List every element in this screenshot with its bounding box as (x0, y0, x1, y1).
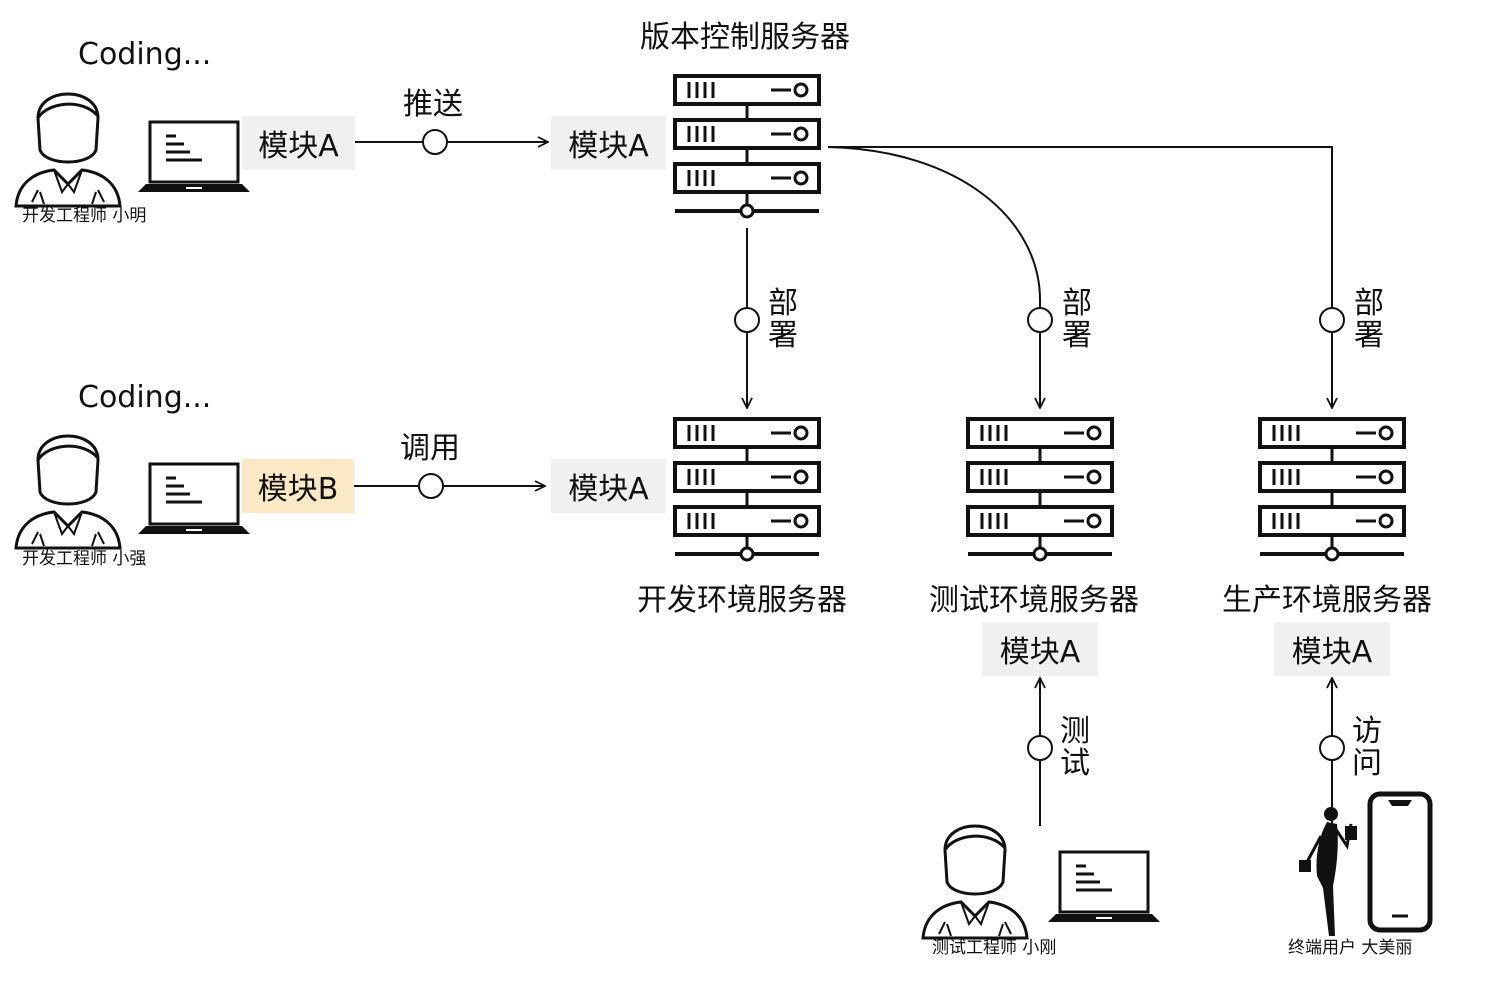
end-user-icon (1297, 805, 1359, 938)
push-edge-label: 推送 (403, 87, 463, 122)
laptop-icon (136, 120, 252, 194)
dev-server-module: 模块A (551, 459, 666, 513)
deploy-test-node (1027, 307, 1053, 333)
tester-avatar-icon (921, 824, 1029, 940)
mobile-phone-icon (1370, 794, 1430, 930)
server-icon (675, 419, 819, 560)
deploy-prod-edge (828, 146, 1332, 408)
end-user-caption: 终端用户 大美丽 (1288, 938, 1413, 958)
bottom-dev-local-module: 模块B (242, 459, 354, 513)
prod-server-module: 模块A (1274, 622, 1390, 676)
deploy-test-edge (827, 146, 1040, 408)
push-edge-node (422, 129, 448, 155)
server-icon (1260, 419, 1404, 560)
developer-avatar-icon (14, 92, 122, 208)
test-server-title: 测试环境服务器 (929, 583, 1139, 618)
deploy-dev-label: 部署 (768, 286, 798, 353)
top-dev-status: Coding... (78, 37, 212, 72)
deploy-dev-node (734, 307, 760, 333)
tester-caption: 测试工程师 小刚 (932, 938, 1057, 958)
vcs-server-title: 版本控制服务器 (640, 20, 850, 55)
call-edge-node (418, 473, 444, 499)
vcs-target-module: 模块A (551, 116, 666, 170)
call-edge-label: 调用 (400, 431, 460, 466)
deploy-prod-node (1319, 307, 1345, 333)
bottom-dev-status: Coding... (78, 380, 212, 415)
visit-edge-node (1319, 735, 1345, 761)
deploy-prod-label: 部署 (1354, 286, 1384, 353)
visit-edge-label: 访问 (1352, 714, 1382, 781)
test-edge-node (1027, 735, 1053, 761)
top-dev-caption: 开发工程师 小明 (22, 206, 147, 226)
deploy-test-label: 部署 (1062, 286, 1092, 353)
test-edge-label: 测试 (1060, 714, 1090, 781)
test-server-module: 模块A (982, 622, 1098, 676)
laptop-icon (136, 462, 252, 536)
edges (352, 129, 1345, 826)
prod-server-title: 生产环境服务器 (1222, 583, 1432, 618)
server-icon (675, 76, 819, 217)
top-dev-local-module: 模块A (242, 116, 355, 170)
dev-server-title: 开发环境服务器 (637, 583, 847, 618)
developer-avatar-icon (14, 434, 122, 550)
bottom-dev-caption: 开发工程师 小强 (22, 549, 147, 569)
laptop-icon (1046, 850, 1162, 924)
server-icon (968, 419, 1112, 560)
